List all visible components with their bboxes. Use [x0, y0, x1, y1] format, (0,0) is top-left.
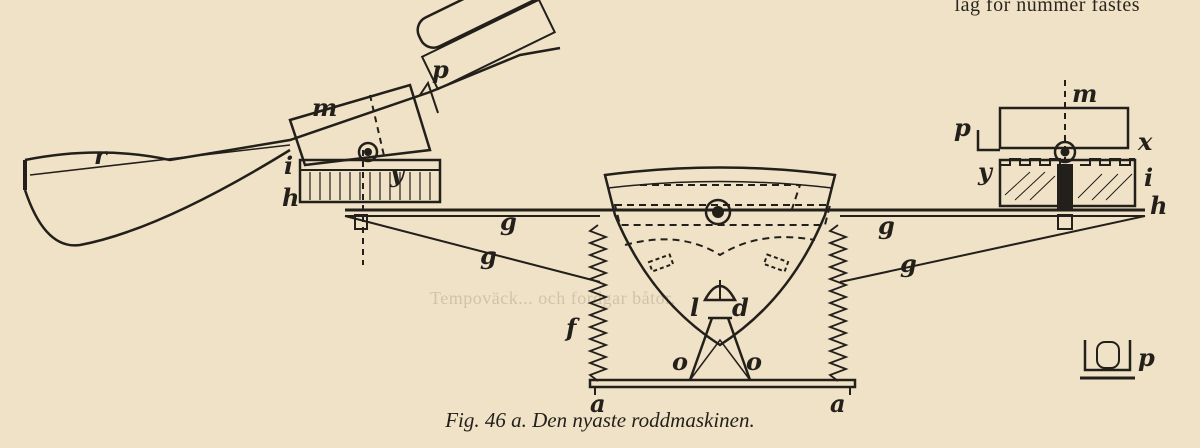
label-p-small: p	[1138, 343, 1155, 372]
label-m-right: m	[1072, 79, 1098, 108]
label-i-right: i	[1144, 163, 1154, 192]
drum-left	[298, 150, 442, 265]
spring-left	[587, 224, 609, 382]
faint-heading: Tempoväck... och fordgar båtor.	[430, 288, 676, 308]
label-p-right: p	[954, 113, 971, 142]
label-g-left-1: g	[500, 207, 517, 236]
label-o-left: o	[672, 347, 689, 376]
oar-left	[23, 0, 568, 247]
spring-right	[827, 224, 849, 382]
seat-body	[603, 166, 837, 347]
label-m-left: m	[312, 93, 338, 122]
oarlock-left	[288, 80, 439, 167]
figure-caption: Fig. 46 a. Den nyaste roddmaskinen.	[445, 408, 755, 432]
label-h-left: h	[282, 183, 300, 212]
drum-right	[998, 158, 1137, 230]
label-y-left: y	[390, 159, 404, 188]
label-a-right: a	[830, 389, 846, 418]
stay-left	[344, 215, 601, 283]
label-i-left: i	[284, 151, 294, 180]
base-plate	[588, 378, 857, 389]
label-a-left: a	[590, 389, 606, 418]
label-y-right: y	[978, 157, 992, 186]
top-text-fragment: lag för nummer fastes	[954, 0, 1140, 16]
bell-stand	[688, 284, 752, 381]
label-o-right: o	[746, 347, 763, 376]
small-detail-p	[1080, 340, 1135, 380]
label-p-left: p	[432, 55, 449, 84]
label-h-right: h	[1150, 191, 1168, 220]
label-g-right-2: g	[900, 249, 917, 278]
stay-right	[839, 215, 1146, 283]
label-d: d	[732, 293, 749, 322]
label-l: l	[690, 293, 700, 322]
label-x: x	[1138, 127, 1153, 156]
label-g-left-2: g	[480, 241, 497, 270]
label-f: f	[566, 313, 577, 342]
label-r: r	[94, 141, 107, 170]
label-g-right-1: g	[878, 211, 895, 240]
